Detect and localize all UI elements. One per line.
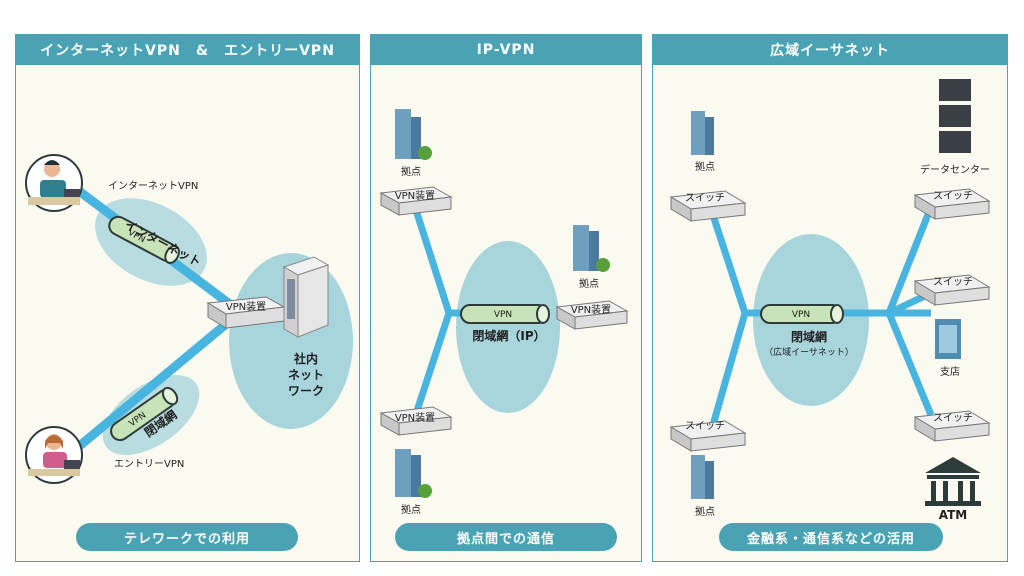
vpn-device-label: VPN装置 (395, 411, 435, 424)
building-icon (691, 111, 714, 155)
tube-label: VPN (792, 310, 810, 320)
vpn-tube-bottom: VPN (110, 386, 179, 442)
entry-line (68, 316, 234, 457)
switch-label: スイッチ (685, 420, 725, 432)
intranet-line-2: ネット (288, 368, 324, 382)
site-label: 拠点 (695, 505, 715, 518)
building-icon (691, 455, 714, 499)
panel-ip-vpn: IP-VPN VPN 閉域網（IP） 拠点 VPN装置 (370, 34, 642, 562)
building-icon (395, 449, 432, 498)
site-label: 拠点 (579, 277, 599, 290)
switch-icon (913, 188, 991, 220)
internet-vpn-diagram: VPN VPN インターネット 閉域網 インターネットVPN (25, 154, 353, 484)
panel-wide-ethernet: 広域イーサネット VPN 閉域網 （広域イーサネット） 拠点 スイッチ (652, 34, 1008, 562)
closed-net-label: 閉域網（IP） (472, 328, 545, 343)
ip-vpn-diagram: VPN 閉域網（IP） 拠点 VPN装置 拠点 VPN装置 (379, 109, 629, 516)
closed-net-label: 閉域網 (791, 329, 827, 344)
panel-footer: テレワークでの利用 (76, 523, 298, 551)
vpn-device-icon (379, 406, 453, 436)
server-icon (282, 256, 330, 338)
user-bottom-icon (25, 426, 83, 484)
closed-net-bubble (456, 241, 560, 413)
vpn-device-icon (206, 296, 286, 329)
datacenter-label: データセンター (920, 163, 990, 176)
panel-footer: 拠点間での通信 (395, 523, 617, 551)
building-icon (395, 109, 432, 160)
user-bottom-label: エントリーVPN (114, 459, 184, 470)
switch-label: スイッチ (685, 192, 725, 204)
branch-label: 支店 (940, 365, 960, 378)
vpn-device-icon (379, 186, 453, 216)
vpn-device-icon (555, 300, 629, 330)
panel-title: 広域イーサネット (653, 35, 1007, 65)
vpn-device-label: VPN装置 (571, 303, 611, 316)
intranet-line-3: ワーク (288, 384, 324, 398)
switch-label: スイッチ (933, 412, 973, 424)
panel-title: IP-VPN (371, 35, 641, 65)
bank-icon (925, 457, 981, 506)
branch-building-icon (935, 319, 961, 359)
user-top-label: インターネットVPN (108, 180, 198, 192)
datacenter-icon (939, 79, 971, 153)
building-icon (573, 225, 610, 272)
site-label: 拠点 (695, 160, 715, 173)
vpn-tube-top: VPN (108, 215, 180, 264)
closed-net-sublabel: （広域イーサネット） (764, 346, 854, 358)
vpn-device-label: VPN装置 (395, 189, 435, 202)
wide-ethernet-diagram: VPN 閉域網 （広域イーサネット） 拠点 スイッチ スイッチ 拠点 (669, 79, 991, 522)
switch-icon (913, 274, 991, 306)
site-label: 拠点 (401, 503, 421, 516)
panel-footer: 金融系・通信系などの活用 (719, 523, 943, 551)
site-label: 拠点 (401, 165, 421, 178)
user-top-icon (25, 154, 83, 212)
switch-label: スイッチ (933, 276, 973, 288)
tube-label: VPN (494, 310, 512, 320)
switch-icon (669, 420, 747, 452)
switch-icon (913, 410, 991, 442)
panel-title: インターネットVPN & エントリーVPN (16, 35, 359, 65)
vpn-tube: VPN (460, 304, 550, 324)
atm-label: ATM (939, 508, 967, 522)
vpn-tube: VPN (760, 304, 844, 324)
panel-internet-vpn: インターネットVPN & エントリーVPN VPN VPN インターネット 閉域… (15, 34, 360, 562)
intranet-line-1: 社内 (293, 351, 318, 366)
switch-label: スイッチ (933, 190, 973, 202)
switch-icon (669, 190, 747, 222)
vpn-device-label: VPN装置 (226, 300, 266, 313)
